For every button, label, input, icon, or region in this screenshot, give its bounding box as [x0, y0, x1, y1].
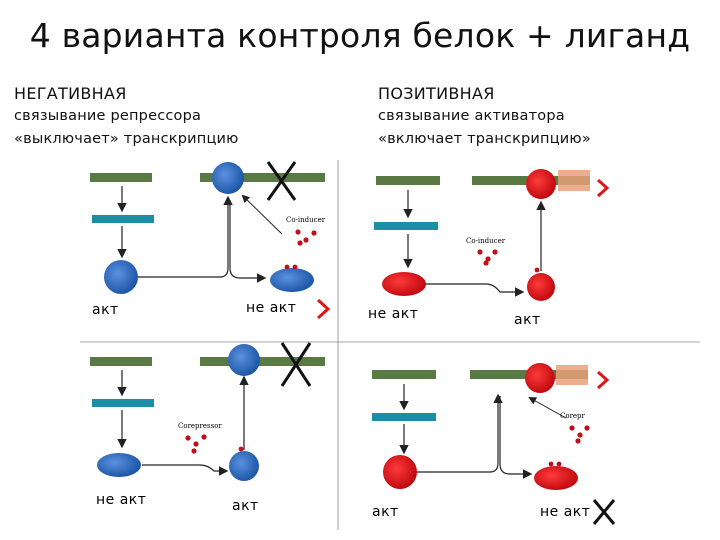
state-label: не акт [368, 306, 418, 322]
state-label: акт [232, 498, 259, 514]
dna-segment [90, 173, 152, 182]
arrow [229, 200, 267, 283]
gene-bar [92, 215, 154, 223]
arrow [499, 396, 533, 479]
block-x-icon [266, 161, 297, 201]
highlight-chevron-icon [597, 178, 610, 198]
arrow [528, 397, 567, 419]
positive-heading: ПОЗИТИВНАЯ [378, 84, 495, 103]
state-label: не акт [540, 504, 590, 520]
highlight-chevron-icon [316, 298, 331, 320]
repressor-on-dna [212, 162, 244, 194]
arrow [138, 195, 233, 278]
arrow [241, 194, 283, 235]
negative-desc-line1: связывание репрессора [14, 108, 202, 124]
rnap [558, 170, 590, 191]
slide-title: 4 варианта контроля белок + лиганд [29, 16, 691, 55]
ligand-label: Corepressor [178, 422, 222, 430]
gene-bar [374, 222, 438, 230]
state-label: не акт [96, 492, 146, 508]
dna-segment [200, 173, 325, 182]
state-label: не акт [246, 300, 296, 316]
state-label: акт [514, 312, 541, 328]
arrow [426, 283, 525, 297]
panel-top-left: Co-inducer [90, 161, 331, 320]
ligand-label: Corepr [560, 412, 586, 420]
repressor-on-dna [228, 344, 260, 376]
dna-segment [372, 370, 436, 379]
activator-active [383, 455, 417, 489]
panel-bottom-left: Corepressor [90, 342, 325, 481]
state-label: акт [92, 302, 119, 318]
block-x-icon [592, 499, 616, 525]
gene-bar [92, 399, 154, 407]
activator-active [527, 273, 555, 301]
ligand-label: Co-inducer [286, 216, 326, 224]
panel-bottom-right: Corepr [372, 363, 616, 525]
dna-segment [200, 357, 325, 366]
repressor-inactive [270, 268, 314, 292]
positive-desc-line2: «включает транскрипцию» [378, 131, 591, 147]
rnap [556, 365, 588, 385]
negative-desc-line2: «выключает» транскрипцию [14, 131, 239, 147]
repressor-active [229, 451, 259, 481]
activator-inactive [534, 466, 578, 490]
activator-on-dna [525, 363, 555, 393]
activator-on-dna [526, 169, 556, 199]
arrow [142, 464, 229, 476]
repressor-active [104, 260, 138, 294]
positive-desc-line1: связывание активатора [378, 108, 565, 124]
state-label: акт [372, 504, 399, 520]
dna-segment [376, 176, 440, 185]
activator-inactive [382, 272, 426, 296]
gene-bar [372, 413, 436, 421]
highlight-chevron-icon [597, 370, 610, 390]
dna-segment [90, 357, 152, 366]
block-x-icon [280, 342, 312, 387]
ligand-label: Co-inducer [466, 237, 506, 245]
repressor-inactive [97, 453, 141, 477]
panel-top-right: Co-inducer [374, 169, 610, 301]
negative-heading: НЕГАТИВНАЯ [14, 84, 127, 103]
arrow [417, 393, 503, 473]
